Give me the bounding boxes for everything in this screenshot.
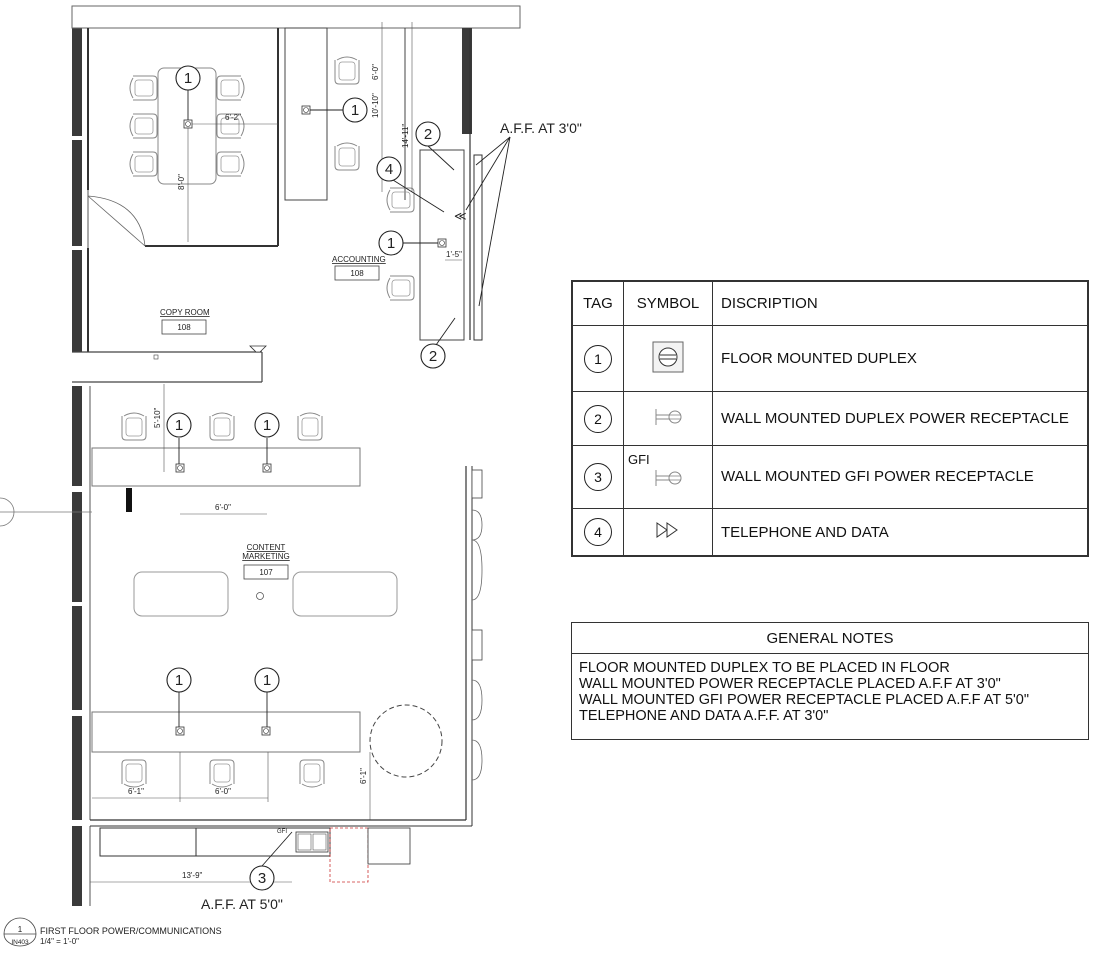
tag-marker: 1: [342, 97, 368, 123]
dimension-label: 6'-1": [128, 787, 144, 796]
svg-text:1: 1: [184, 70, 192, 87]
general-note-line: WALL MOUNTED POWER RECEPTACLE PLACED A.F…: [579, 676, 1001, 692]
legend-tag: 1: [584, 344, 612, 373]
dimension-label: 5'-10": [153, 407, 162, 428]
gfi-symbol-label: GFI: [628, 451, 650, 467]
room-name-copy-room: COPY ROOM: [160, 308, 210, 317]
tag-marker: 1: [254, 412, 280, 438]
svg-text:1: 1: [175, 672, 183, 689]
sheet-number: IN403: [11, 939, 29, 946]
drawing-title-block: 1 IN403 FIRST FLOOR POWER/COMMUNICATIONS…: [3, 917, 222, 947]
legend-tag: 4: [584, 518, 612, 546]
general-note-line: WALL MOUNTED GFI POWER RECEPTACLE PLACED…: [579, 692, 1029, 708]
legend-tag: 2: [584, 404, 612, 433]
dimension-label: 10'-10": [371, 93, 380, 118]
legend-header-symbol: SYMBOL: [623, 281, 713, 326]
dimension-label: 6'-2": [225, 113, 241, 122]
dimension-label: 6'-0": [215, 503, 231, 512]
drawing-title: FIRST FLOOR POWER/COMMUNICATIONS: [40, 926, 222, 936]
floor-duplex-icon: [652, 341, 684, 373]
legend-row: 4 TELEPHONE AND DATA: [572, 508, 1088, 556]
room-name-content-line1: CONTENT: [247, 543, 286, 552]
gfi-small-label: GFI: [277, 829, 287, 835]
legend-header-tag: TAG: [572, 281, 624, 326]
wall-duplex-icon: [655, 408, 682, 425]
tag-marker: 2: [420, 343, 446, 369]
tag-marker: 1: [166, 412, 192, 438]
svg-text:1: 1: [263, 417, 271, 434]
aff-callout-5ft: A.F.F. AT 5'0": [201, 896, 283, 912]
tag-marker: 3: [249, 865, 275, 891]
legend-description: WALL MOUNTED DUPLEX POWER RECEPTACLE: [712, 391, 1088, 446]
room-number-copy-room: 108: [177, 323, 191, 332]
aff-callout-3ft: A.F.F. AT 3'0": [500, 120, 582, 136]
room-number-accounting: 108: [350, 269, 364, 278]
legend-row: 3 GFI WALL MOUNTED GFI POWER RECEPTACLE: [572, 444, 1088, 510]
legend-row: 1 FLOOR MOUNTED DUPLEX: [572, 324, 1088, 393]
gfi-receptacle-icon: [655, 469, 682, 486]
svg-text:1: 1: [351, 102, 359, 119]
tag-marker: 1: [378, 230, 404, 256]
dimension-label: 8'-0": [177, 174, 186, 190]
svg-text:1: 1: [263, 672, 271, 689]
svg-text:2: 2: [424, 126, 432, 143]
room-name-content-line2: MARKETING: [242, 552, 290, 561]
tag-marker: 4: [376, 156, 402, 182]
dimension-label: 6'-1": [359, 768, 368, 784]
symbol-legend: TAG SYMBOL DISCRIPTION 1 FLOOR MOUNTED D…: [571, 280, 1089, 557]
room-name-accounting: ACCOUNTING: [332, 255, 386, 264]
general-note-line: FLOOR MOUNTED DUPLEX TO BE PLACED IN FLO…: [579, 660, 950, 676]
exterior-wall: [72, 28, 82, 906]
tag-marker: 1: [175, 65, 201, 91]
svg-text:3: 3: [258, 870, 266, 887]
dimension-label: 13'-9": [182, 871, 203, 880]
leader-lines: [178, 90, 511, 867]
tag-marker: 2: [415, 121, 441, 147]
general-notes: GENERAL NOTES FLOOR MOUNTED DUPLEX TO BE…: [571, 622, 1089, 740]
svg-text:2: 2: [429, 348, 437, 365]
legend-row: 2 WALL MOUNTED DUPLEX POWER RECEPTACLE: [572, 391, 1088, 446]
telephone-data-symbol: ≪: [454, 209, 467, 223]
general-note-line: TELEPHONE AND DATA A.F.F. AT 3'0": [579, 708, 829, 724]
dimension-label: 14'-11": [401, 124, 410, 148]
drawing-number: 1: [18, 925, 23, 934]
drawing-scale: 1/4" = 1'-0": [40, 937, 79, 946]
dimension-label: 1'-5": [446, 250, 462, 259]
legend-description: TELEPHONE AND DATA: [712, 508, 1088, 556]
tag-marker: 1: [254, 667, 280, 693]
legend-header-description: DISCRIPTION: [712, 281, 1088, 326]
general-notes-title: GENERAL NOTES: [572, 623, 1088, 654]
tag-marker: 1: [166, 667, 192, 693]
dimension-label: 6'-0": [215, 787, 231, 796]
legend-description: FLOOR MOUNTED DUPLEX: [712, 324, 1088, 393]
telephone-data-icon: [656, 522, 678, 538]
room-number-content: 107: [259, 568, 273, 577]
svg-text:1: 1: [175, 417, 183, 434]
svg-text:1: 1: [387, 235, 395, 252]
svg-text:4: 4: [385, 161, 393, 178]
legend-description: WALL MOUNTED GFI POWER RECEPTACLE: [712, 444, 1088, 510]
dimension-label: 6'-0": [371, 64, 380, 80]
legend-tag: 3: [584, 462, 612, 491]
